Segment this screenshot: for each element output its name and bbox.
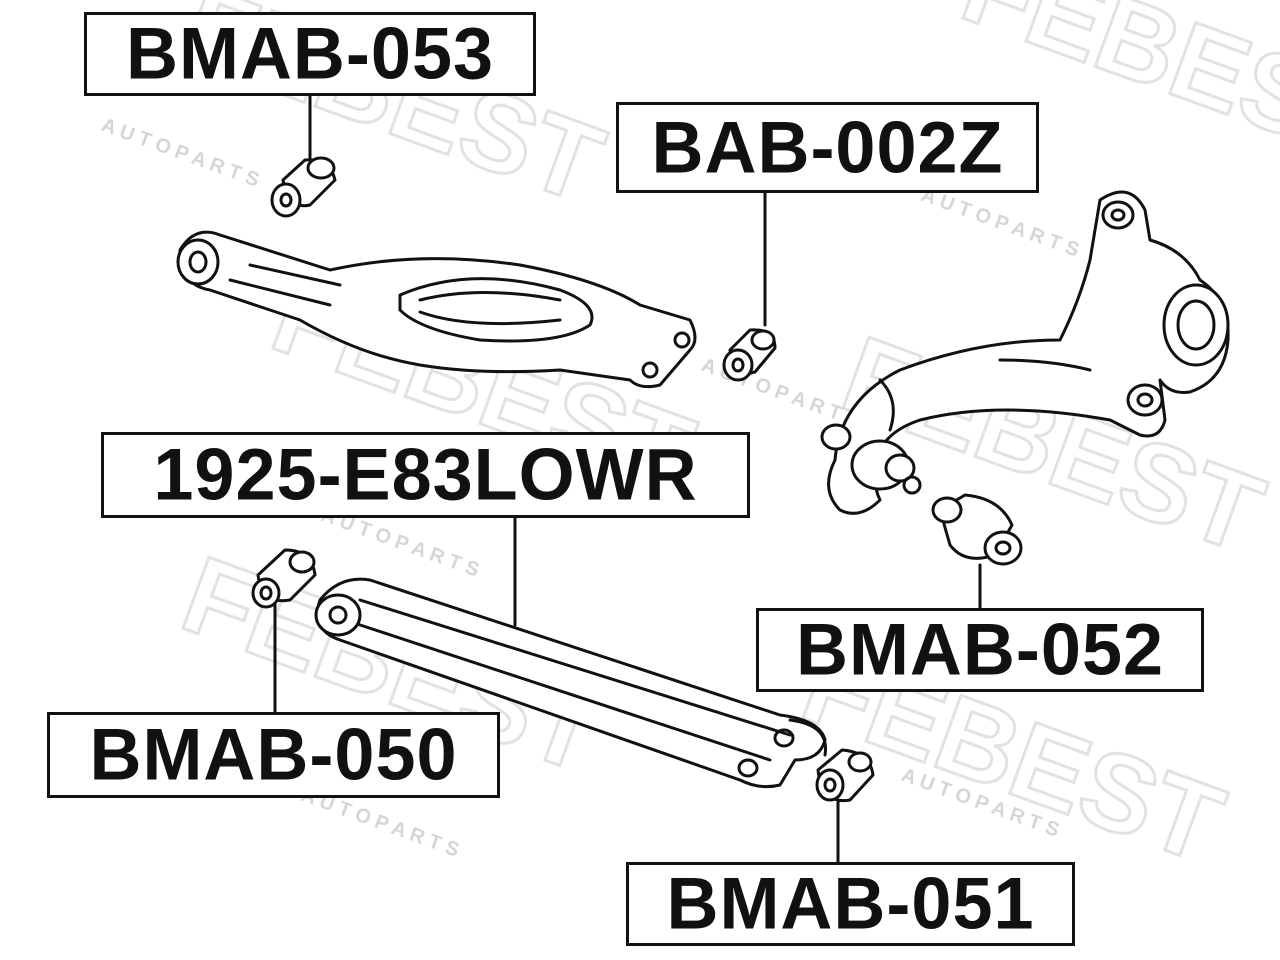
label-bmab-050-text: BMAB-050 [89, 714, 458, 796]
label-bab-002z: BAB-002Z [616, 102, 1039, 193]
label-bmab-052: BMAB-052 [756, 608, 1204, 692]
bushing-bmab-052 [931, 493, 1023, 566]
bushing-bmab-053 [270, 156, 337, 218]
label-1925-e83lowr: 1925-E83LOWR [101, 432, 750, 518]
label-bmab-052-text: BMAB-052 [795, 609, 1165, 691]
label-1925-e83lowr-text: 1925-E83LOWR [153, 434, 698, 516]
label-bmab-050: BMAB-050 [47, 712, 500, 798]
label-bmab-053: BMAB-053 [84, 12, 536, 96]
upper-control-arm [176, 230, 697, 389]
label-bmab-051-text: BMAB-051 [666, 863, 1035, 945]
bushing-bmab-050 [251, 548, 317, 609]
bushing-bmab-051 [815, 748, 875, 803]
bushing-bab-002z [722, 328, 777, 382]
lower-link-arm [314, 577, 828, 789]
label-bab-002z-text: BAB-002Z [651, 106, 1004, 189]
knuckle-assembly [820, 190, 1230, 515]
label-bmab-051: BMAB-051 [626, 862, 1075, 946]
label-bmab-053-text: BMAB-053 [125, 13, 495, 95]
